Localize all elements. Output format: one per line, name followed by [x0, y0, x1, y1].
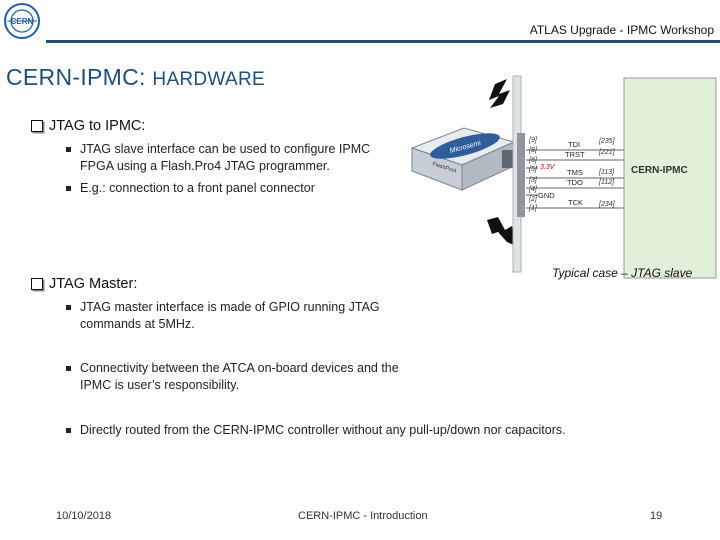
jtag-slave-diagram: Microsemi FlashPro4 [9] [8] [6] [5] [3] …	[410, 75, 717, 279]
bullet-item: JTAG master interface is made of GPIO ru…	[66, 299, 406, 333]
header-divider	[46, 40, 720, 43]
cable-break-icon	[487, 217, 516, 246]
bullet-item: JTAG slave interface can be used to conf…	[66, 141, 401, 175]
svg-text:TDI: TDI	[568, 140, 580, 149]
section-heading-jtag-to-ipmc: JTAG to IPMC:	[31, 118, 145, 134]
svg-text:[6]: [6]	[528, 157, 538, 164]
svg-text:TDO: TDO	[567, 178, 583, 187]
bullet-item: Directly routed from the CERN-IPMC contr…	[66, 422, 706, 439]
svg-text:[1]: [1]	[528, 205, 538, 212]
square-bullet-icon	[66, 428, 71, 433]
svg-text:[4]: [4]	[528, 186, 538, 193]
svg-text:CERN: CERN	[11, 17, 34, 26]
svg-text:[234]: [234]	[598, 201, 616, 208]
svg-text:TMS: TMS	[567, 168, 583, 177]
svg-text:[235]: [235]	[598, 138, 616, 145]
svg-text:[5]: [5]	[528, 166, 538, 173]
svg-text:TCK: TCK	[568, 198, 583, 207]
checkbox-bullet-icon	[31, 278, 43, 290]
svg-text:[8]: [8]	[528, 147, 538, 154]
section-heading-jtag-master: JTAG Master:	[31, 276, 137, 292]
square-bullet-icon	[66, 366, 71, 371]
svg-text:3.3V: 3.3V	[540, 164, 556, 171]
footer-date: 10/10/2018	[56, 510, 112, 522]
svg-text:GND: GND	[538, 191, 555, 200]
svg-text:[221]: [221]	[598, 149, 616, 156]
square-bullet-icon	[66, 147, 71, 152]
page-number: 19	[650, 510, 663, 522]
checkbox-bullet-icon	[31, 120, 43, 132]
square-bullet-icon	[66, 186, 71, 191]
square-bullet-icon	[66, 305, 71, 310]
bullet-item: E.g.: connection to a front panel connec…	[66, 180, 401, 197]
cern-ipmc-board	[623, 77, 717, 279]
svg-text:[9]: [9]	[528, 137, 538, 144]
svg-text:[112]: [112]	[598, 179, 615, 186]
flashpro4-programmer: Microsemi FlashPro4	[410, 127, 516, 191]
svg-text:TRST: TRST	[565, 150, 585, 159]
diagram-caption: Typical case – JTAG slave	[552, 266, 693, 280]
cern-logo-icon: CERN	[4, 3, 40, 39]
slide-title: CERN-IPMC: HARDWARE	[6, 64, 265, 90]
cable-break-icon	[489, 79, 510, 108]
svg-text:CERN-IPMC: CERN-IPMC	[631, 165, 688, 176]
svg-text:[2]: [2]	[528, 196, 538, 203]
footer-title: CERN-IPMC - Introduction	[298, 510, 428, 522]
svg-text:[113]: [113]	[598, 169, 615, 176]
svg-text:[3]: [3]	[528, 177, 538, 184]
bullet-item: Connectivity between the ATCA on-board d…	[66, 360, 421, 394]
header-title: ATLAS Upgrade - IPMC Workshop	[529, 23, 714, 37]
